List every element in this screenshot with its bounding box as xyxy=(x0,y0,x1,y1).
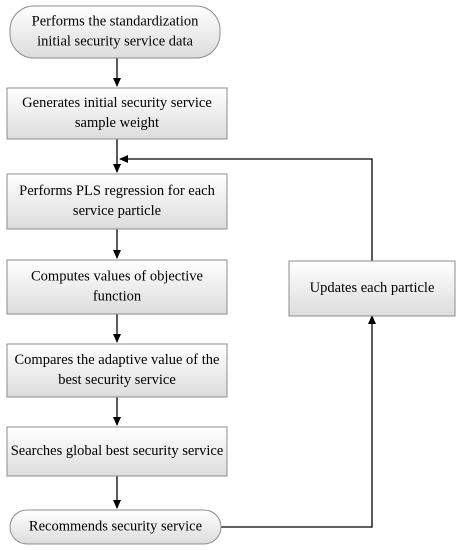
node-update-shape xyxy=(288,260,456,317)
node-recommend-line: Recommends security service xyxy=(29,518,202,534)
node-weight: Generates initial security service sample… xyxy=(6,87,228,140)
node-pls-line: Performs PLS regression for each xyxy=(19,183,215,199)
node-weight-text: Generates initial security service sample… xyxy=(22,95,212,131)
node-weight-line: sample weight xyxy=(75,115,159,131)
node-pls: Performs PLS regression for each service … xyxy=(6,173,228,230)
node-objective-shape xyxy=(6,259,228,315)
node-recommend-shape xyxy=(9,509,222,545)
node-recommend: Recommends security service xyxy=(9,509,222,545)
node-start-shape xyxy=(9,5,221,59)
node-compare-line: best security service xyxy=(58,372,176,388)
node-start-text: Performs the standardization initial secu… xyxy=(32,13,199,49)
node-search-shape xyxy=(6,426,228,477)
node-update-line: Updates each particle xyxy=(310,280,435,296)
node-pls-text: Performs PLS regression for each service … xyxy=(19,183,215,219)
node-update-text: Updates each particle xyxy=(310,280,435,296)
node-compare: Compares the adaptive value of the best s… xyxy=(6,343,228,398)
arrow-recommend-to-update xyxy=(221,315,376,528)
node-pls-line: service particle xyxy=(73,203,161,219)
node-compare-shape xyxy=(6,343,228,398)
node-start-line: initial security service data xyxy=(37,33,193,49)
node-start: Performs the standardization initial secu… xyxy=(9,5,221,59)
node-update: Updates each particle xyxy=(288,260,456,317)
node-search-line: Searches global best security service xyxy=(11,443,224,459)
node-search-text: Searches global best security service xyxy=(11,443,224,459)
node-recommend-text: Recommends security service xyxy=(29,518,202,534)
node-objective-line: function xyxy=(93,288,142,304)
node-objective-text: Computes values of objective function xyxy=(31,268,203,304)
node-weight-line: Generates initial security service xyxy=(22,95,212,111)
node-objective-line: Computes values of objective xyxy=(31,268,203,284)
node-weight-shape xyxy=(6,87,228,140)
node-objective: Computes values of objective function xyxy=(6,259,228,315)
node-search: Searches global best security service xyxy=(6,426,228,477)
node-start-line: Performs the standardization xyxy=(32,13,199,29)
connectors xyxy=(113,58,376,528)
arrow-update-to-loop xyxy=(119,155,373,261)
node-compare-text: Compares the adaptive value of the best s… xyxy=(15,352,220,388)
node-compare-line: Compares the adaptive value of the xyxy=(15,352,220,368)
node-pls-shape xyxy=(6,173,228,230)
